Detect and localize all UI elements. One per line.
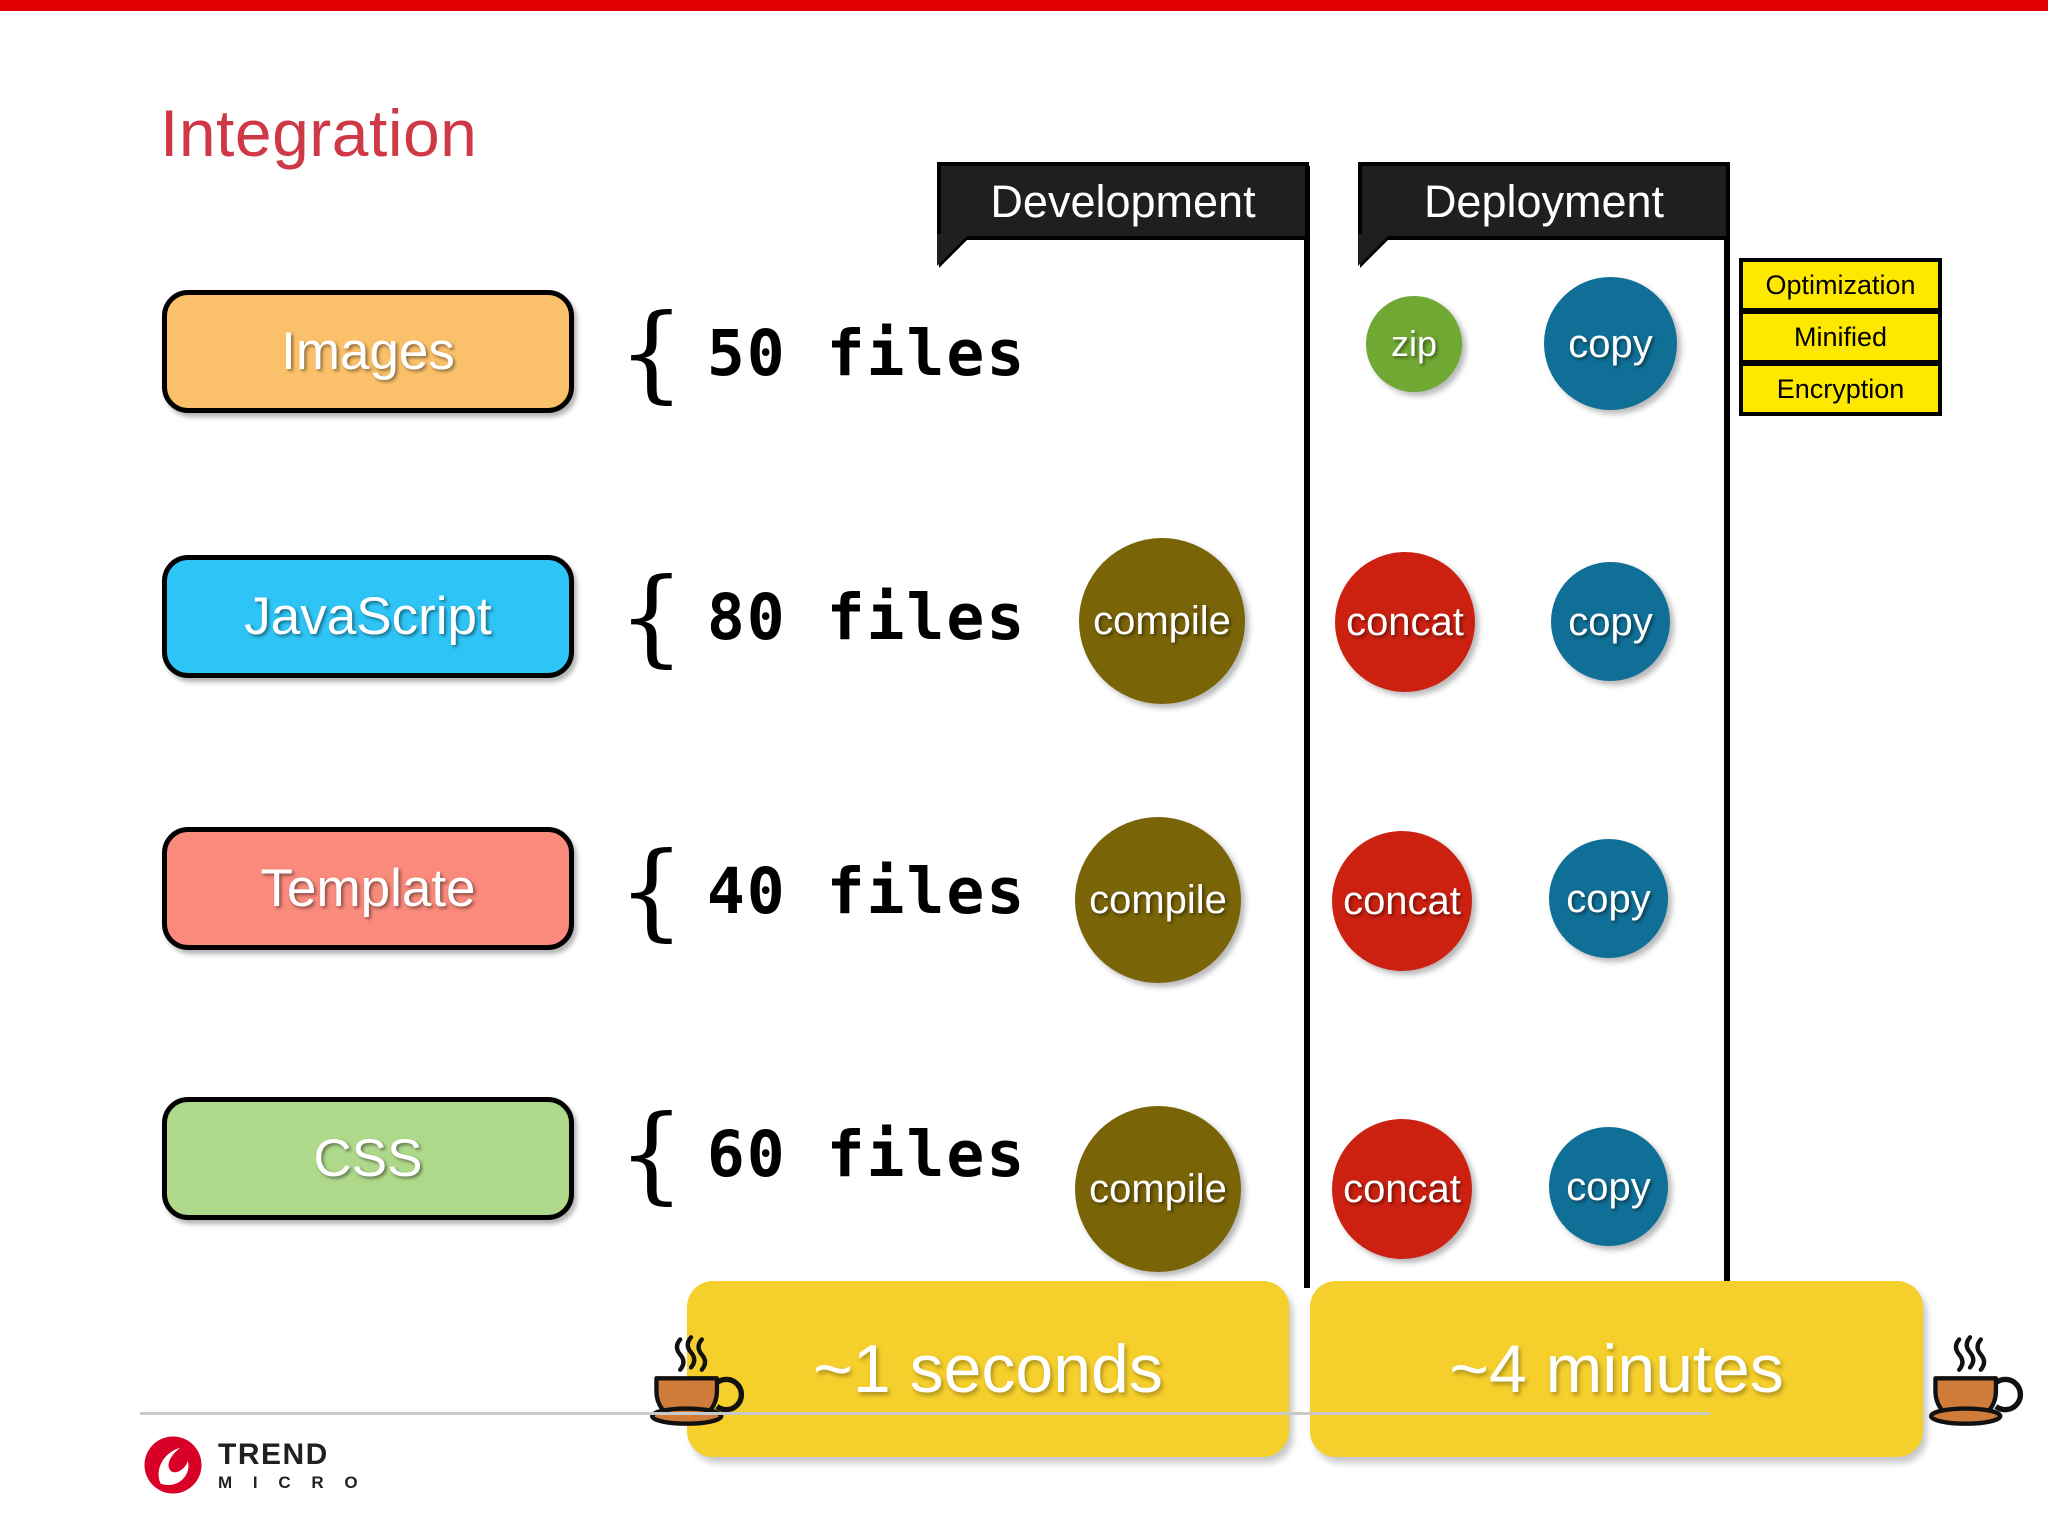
category-label: CSS bbox=[313, 1129, 423, 1188]
process-label: compile bbox=[1089, 1167, 1227, 1211]
footer-divider bbox=[140, 1412, 1710, 1415]
banner-fold-icon bbox=[1358, 234, 1390, 266]
process-circle-copy[interactable]: copy bbox=[1549, 839, 1668, 958]
brace-glyph: { bbox=[618, 292, 685, 414]
category-label: JavaScript bbox=[244, 587, 492, 646]
file-count-label: 60 files bbox=[706, 1118, 1027, 1191]
file-count-label: 50 files bbox=[706, 317, 1027, 390]
coffee-cup-icon bbox=[1928, 1335, 2024, 1426]
optimization-row-optimization[interactable]: Optimization bbox=[1739, 258, 1942, 312]
file-count-css: {60 files bbox=[618, 1093, 1026, 1215]
process-circle-concat[interactable]: concat bbox=[1332, 831, 1472, 971]
optimization-row-encryption[interactable]: Encryption bbox=[1739, 362, 1942, 416]
file-count-label: 40 files bbox=[706, 855, 1027, 928]
brand-wordmark: TREND M I C R O bbox=[218, 1437, 366, 1492]
time-bar-deployment[interactable]: ~4 minutes bbox=[1310, 1281, 1923, 1457]
optimization-label: Minified bbox=[1793, 321, 1888, 352]
section-label: Development bbox=[990, 175, 1256, 227]
divider-deployment bbox=[1724, 166, 1730, 1288]
brand-name-secondary: M I C R O bbox=[218, 1472, 366, 1492]
file-count-label: 80 files bbox=[706, 581, 1027, 654]
section-banner-deployment: Deployment bbox=[1358, 162, 1730, 266]
process-label: compile bbox=[1089, 878, 1227, 922]
brand-name-primary: TREND bbox=[218, 1437, 329, 1471]
optimization-box: Optimization Minified Encryption bbox=[1739, 258, 1942, 416]
process-circle-copy[interactable]: copy bbox=[1544, 277, 1677, 410]
top-accent-bar bbox=[0, 0, 2048, 11]
category-label: Images bbox=[281, 322, 455, 381]
process-label: copy bbox=[1568, 599, 1653, 644]
process-label: copy bbox=[1568, 321, 1653, 366]
process-circle-zip[interactable]: zip bbox=[1366, 296, 1462, 392]
banner-fold-icon bbox=[937, 234, 969, 266]
time-bar-development[interactable]: ~1 seconds bbox=[687, 1281, 1289, 1457]
brace-glyph: { bbox=[618, 556, 685, 678]
category-pill-javascript[interactable]: JavaScript bbox=[162, 555, 574, 678]
category-label: Template bbox=[260, 859, 476, 918]
process-label: copy bbox=[1566, 1164, 1651, 1209]
brace-glyph: { bbox=[618, 830, 685, 952]
page-title: Integration bbox=[160, 96, 478, 170]
coffee-cup-icon bbox=[649, 1335, 745, 1426]
process-label: concat bbox=[1346, 600, 1464, 644]
process-circle-concat[interactable]: concat bbox=[1332, 1119, 1472, 1259]
process-circle-compile[interactable]: compile bbox=[1075, 817, 1241, 983]
process-label: concat bbox=[1343, 879, 1461, 923]
optimization-label: Encryption bbox=[1776, 373, 1905, 404]
time-label: ~1 seconds bbox=[813, 1331, 1163, 1407]
process-label: compile bbox=[1093, 599, 1231, 643]
section-banner-development: Development bbox=[937, 162, 1309, 266]
process-label: copy bbox=[1566, 876, 1651, 921]
process-circle-concat[interactable]: concat bbox=[1335, 552, 1475, 692]
file-count-images: {50 files bbox=[618, 292, 1026, 414]
process-label: zip bbox=[1390, 323, 1438, 364]
optimization-row-minified[interactable]: Minified bbox=[1739, 310, 1942, 364]
brand-logo: TREND M I C R O bbox=[142, 1434, 366, 1496]
file-count-javascript: {80 files bbox=[618, 556, 1026, 678]
process-circle-copy[interactable]: copy bbox=[1549, 1127, 1668, 1246]
trend-micro-ball-icon bbox=[144, 1436, 202, 1494]
optimization-label: Optimization bbox=[1765, 269, 1916, 300]
process-circle-compile[interactable]: compile bbox=[1075, 1106, 1241, 1272]
category-pill-css[interactable]: CSS bbox=[162, 1097, 574, 1220]
section-label: Deployment bbox=[1423, 175, 1665, 227]
process-label: concat bbox=[1343, 1167, 1461, 1211]
category-pill-template[interactable]: Template bbox=[162, 827, 574, 950]
time-label: ~4 minutes bbox=[1449, 1331, 1784, 1407]
process-circle-copy[interactable]: copy bbox=[1551, 562, 1670, 681]
category-pill-images[interactable]: Images bbox=[162, 290, 574, 413]
file-count-template: {40 files bbox=[618, 830, 1026, 952]
divider-development bbox=[1304, 166, 1310, 1288]
brace-glyph: { bbox=[618, 1093, 685, 1215]
process-circle-compile[interactable]: compile bbox=[1079, 538, 1245, 704]
